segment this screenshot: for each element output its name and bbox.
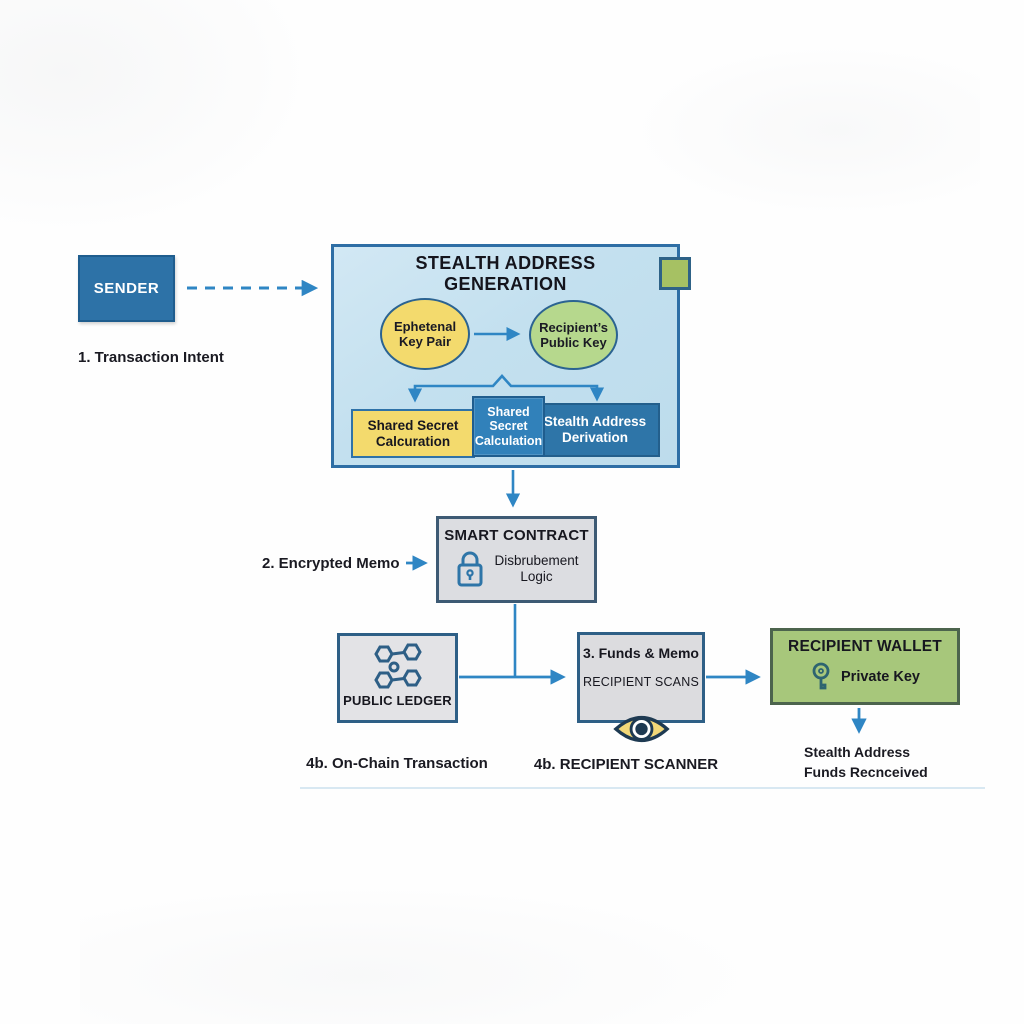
step4b-onchain-label: 4b. On-Chain Transaction (306, 755, 488, 772)
step2-label: 2. Encrypted Memo (262, 555, 400, 572)
lock-icon (457, 551, 483, 587)
funds-memo-label: 3. Funds & Memo (583, 645, 699, 661)
ephemeral-key-pair-label: Ephetenal Key Pair (393, 318, 457, 350)
smart-contract-title: SMART CONTRACT (444, 527, 589, 544)
ephemeral-key-pair-node: Ephetenal Key Pair (380, 298, 470, 370)
recipient-wallet-box: RECIPIENT WALLET Private Key (770, 628, 960, 705)
step1-label: 1. Transaction Intent (78, 349, 224, 366)
smart-contract-body: Disbrubement Logic (494, 553, 579, 584)
public-ledger-box: PUBLIC LEDGER (337, 633, 458, 723)
step4b-scanner-label: 4b. RECIPIENT SCANNER (533, 756, 719, 773)
green-square-marker (659, 257, 691, 290)
recipient-public-key-node: Recipient’s Public Key (529, 300, 618, 370)
generation-title: STEALTH ADDRESS GENERATION (415, 253, 596, 294)
shared-secret-yellow-label: Shared Secret Calcuration (367, 417, 459, 449)
shared-secret-blue-label: Shared Secret Calculation (474, 404, 543, 448)
derivation-label: Stealth Address Derivation (543, 414, 647, 445)
recipient-public-key-label: Recipient’s Public Key (539, 319, 608, 351)
eye-icon (613, 715, 670, 743)
sender-label: SENDER (93, 280, 160, 297)
recipient-scanner-box: 3. Funds & Memo RECIPIENT SCANS (577, 632, 705, 723)
recipient-wallet-title: RECIPIENT WALLET (788, 638, 942, 655)
private-key-label: Private Key (841, 669, 920, 685)
sender-box: SENDER (78, 255, 175, 322)
public-ledger-label: PUBLIC LEDGER (343, 693, 452, 708)
shared-secret-calculation-yellow-box: Shared Secret Calcuration (351, 409, 475, 458)
blockchain-nodes-icon (373, 643, 422, 689)
recipient-scans-label: RECIPIENT SCANS (583, 675, 699, 689)
connector-ellipses-to-calculation (413, 374, 599, 398)
shared-secret-calculation-blue-box: Shared Secret Calculation (472, 396, 545, 457)
key-icon (812, 662, 830, 690)
stealth-address-derivation-box: Stealth Address Derivation (530, 403, 660, 457)
smart-contract-box: SMART CONTRACT Disbrubement Logic (436, 516, 597, 603)
funds-received-note: Stealth Address Funds Recnceived (804, 744, 928, 780)
